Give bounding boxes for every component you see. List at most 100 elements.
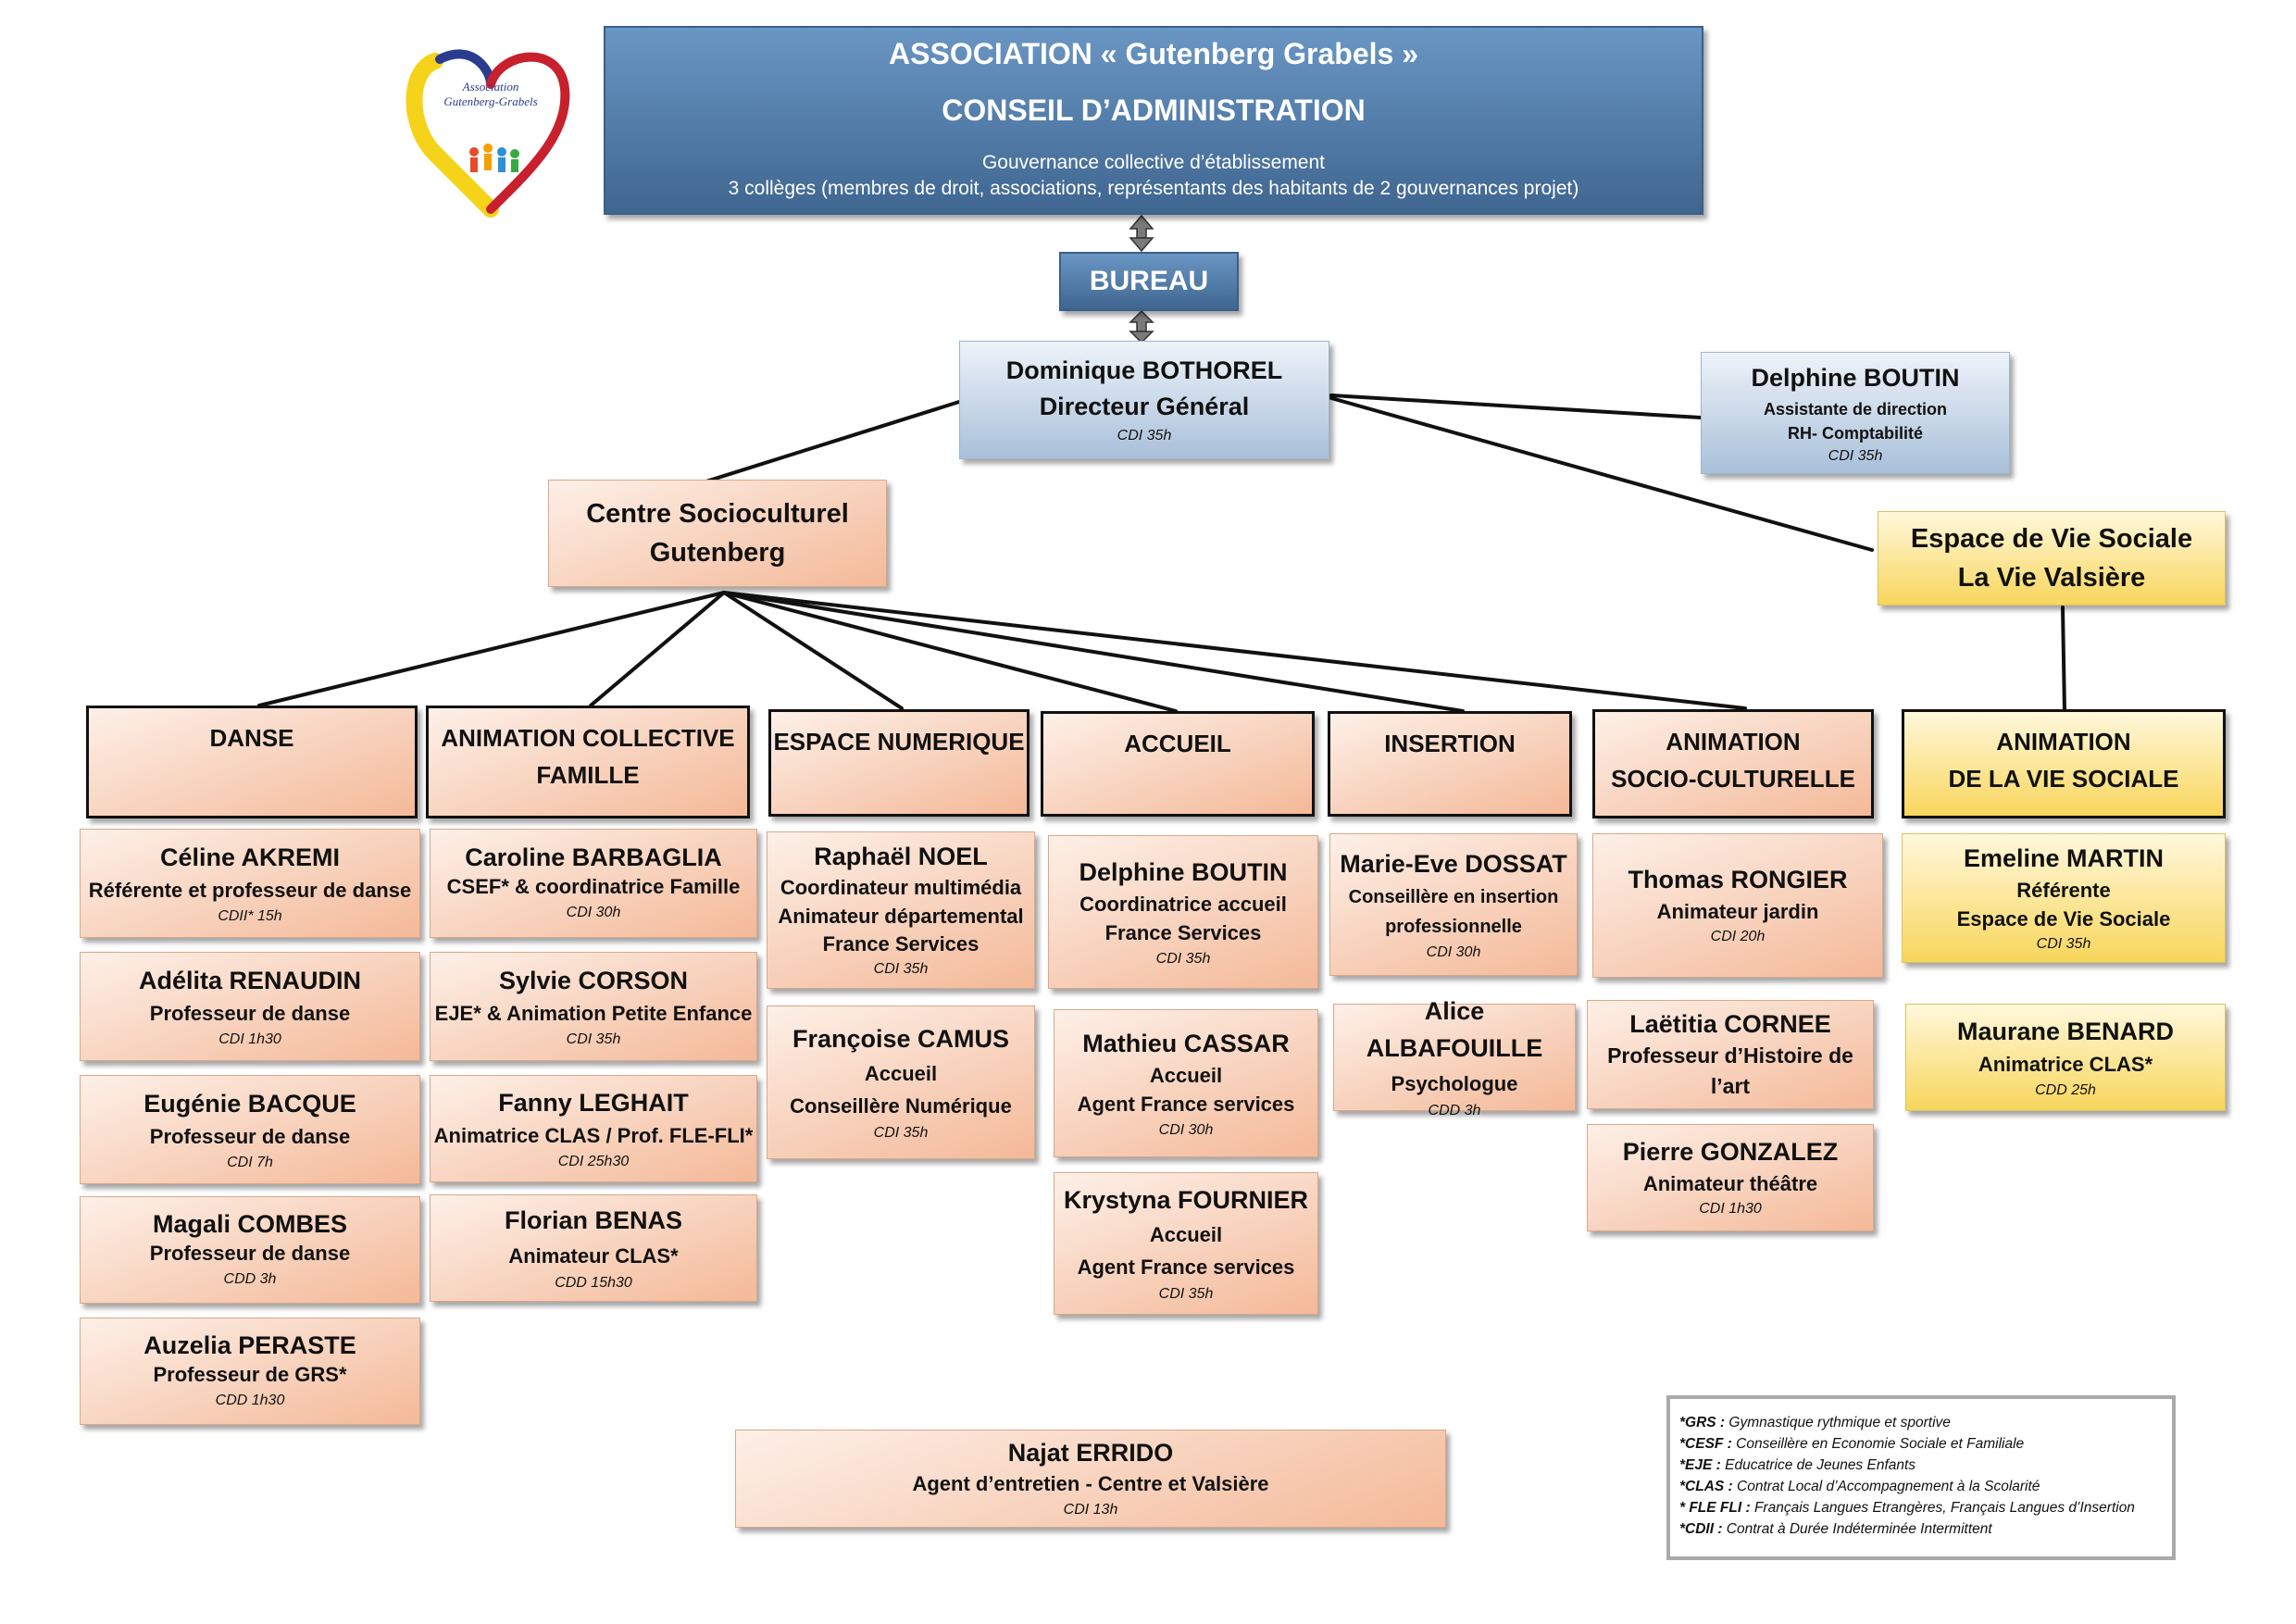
staff-contract: CDI 1h30: [1699, 1201, 1762, 1218]
staff-name: Thomas RONGIER: [1628, 865, 1848, 893]
staff-contract: CDI 35h: [2036, 936, 2091, 953]
staff-contract: CDI 35h: [1155, 951, 1211, 968]
staff-contract: CDI 30h: [566, 904, 621, 920]
staff-role: Professeur de danse: [149, 1241, 351, 1265]
staff-role: Animatrice CLAS / Prof. FLE-FLI*: [433, 1123, 754, 1147]
line-evs-viesociale: [2061, 606, 2066, 713]
staff-contract: CDI 7h: [227, 1154, 273, 1170]
evs-line-1: Espace de Vie Sociale: [1910, 523, 2193, 554]
staff-card: Thomas RONGIER Animateur jardin CDI 20h: [1592, 833, 1883, 978]
staff-role: Professeur de danse: [149, 1001, 351, 1025]
staff-contract: CDI 30h: [1158, 1122, 1214, 1139]
line-centre-danse: [257, 591, 726, 707]
staff-name: Pierre GONZALEZ: [1622, 1137, 1839, 1166]
staff-name: Laëtitia CORNEE: [1629, 1010, 1831, 1039]
dept-accueil: ACCUEIL: [1041, 711, 1315, 817]
staff-contract: CDI 25h30: [557, 1153, 630, 1169]
council-desc-1: Gouvernance collective d’établissement: [981, 152, 1326, 173]
staff-role: Animateur théâtre: [1642, 1171, 1818, 1195]
staff-card: Alice ALBAFOUILLE Psychologue CDD 3h: [1333, 997, 1576, 1118]
abbreviation-legend: *GRS : Gymnastique rythmique et sportive…: [1666, 1395, 2176, 1560]
staff-name: Caroline BARBAGLIA: [465, 843, 722, 872]
staff-contract: CDI 1h30: [218, 1031, 281, 1047]
staff-role-2: Agent France services: [1077, 1255, 1295, 1280]
entretien-contract: CDI 13h: [1063, 1501, 1118, 1518]
staff-card: Auzelia PERASTE Professeur de GRS* CDD 1…: [80, 1318, 420, 1425]
dept-espace-numerique: ESPACE NUMERIQUE: [768, 709, 1029, 817]
bureau-label: BUREAU: [1089, 266, 1209, 296]
director-contract: CDI 35h: [1117, 428, 1172, 444]
staff-role-2: l’art: [1710, 1073, 1751, 1098]
assistant-box: Delphine BOUTIN Assistante de direction …: [1701, 352, 2010, 474]
staff-contract: CDI 35h: [873, 1125, 929, 1142]
staff-name: Raphaël NOEL: [814, 842, 988, 870]
staff-name: Emeline MARTIN: [1963, 843, 2165, 872]
staff-name: Sylvie CORSON: [498, 967, 689, 995]
legend-entry: *EJE : Educatrice de Jeunes Enfants: [1679, 1457, 1916, 1473]
legend-entry: * FLE FLI : Français Langues Etrangères,…: [1679, 1500, 2135, 1516]
assistant-role-1: Assistante de direction: [1763, 400, 1948, 419]
double-arrow-bureau-director: [1129, 309, 1154, 344]
centre-line-2: Gutenberg: [649, 538, 786, 568]
line-director-centre: [693, 400, 961, 487]
staff-role: CSEF* & coordinatrice Famille: [446, 874, 741, 898]
line-director-assistant: [1329, 394, 1703, 419]
staff-card: Krystyna FOURNIER Accueil Agent France s…: [1054, 1172, 1318, 1315]
staff-card: Raphaël NOEL Coordinateur multimédia Ani…: [767, 831, 1035, 989]
dept-famille-line-2: FAMILLE: [536, 761, 640, 790]
staff-contract: CDI 20h: [1710, 929, 1766, 945]
staff-role-3: France Services: [822, 932, 980, 956]
staff-name: Maurane BENARD: [1956, 1018, 2175, 1046]
staff-name: Magali COMBES: [152, 1210, 348, 1239]
staff-card: Françoise CAMUS Accueil Conseillère Numé…: [767, 1006, 1035, 1159]
council-subtitle: CONSEIL D’ADMINISTRATION: [942, 94, 1366, 127]
staff-role: Psychologue: [1391, 1071, 1518, 1095]
assistant-role-2: RH- Comptabilité: [1788, 423, 1923, 443]
assistant-contract: CDI 35h: [1828, 447, 1883, 464]
dept-danse-line-1: DANSE: [209, 724, 294, 752]
staff-role: Référente: [2016, 878, 2111, 902]
logo-text: Association Gutenberg-Grabels: [443, 80, 538, 108]
dept-famille-line-1: ANIMATION COLLECTIVE: [441, 724, 735, 752]
staff-role: Conseillère en insertion: [1348, 887, 1559, 908]
staff-role: Animateur CLAS*: [508, 1243, 679, 1268]
council-title: ASSOCIATION « Gutenberg Grabels »: [889, 37, 1418, 70]
dept-viesociale-line-2: DE LA VIE SOCIALE: [1948, 765, 2179, 793]
staff-card: Céline AKREMI Référente et professeur de…: [80, 829, 420, 938]
staff-role: Coordinateur multimédia: [780, 876, 1022, 900]
double-arrow-council-bureau: [1129, 214, 1154, 253]
staff-contract: CDI 35h: [566, 1031, 621, 1047]
heart-logo-icon: [406, 49, 570, 218]
staff-role: Animatrice CLAS*: [1978, 1052, 2153, 1076]
staff-contract: CDD 3h: [223, 1270, 277, 1287]
staff-role: Coordinatrice accueil: [1079, 893, 1287, 917]
staff-role: Animateur jardin: [1656, 899, 1819, 923]
assistant-name: Delphine BOUTIN: [1751, 364, 1960, 393]
line-centre-numerique: [722, 591, 904, 710]
staff-role: Accueil: [1149, 1064, 1223, 1088]
dept-viesociale-line-1: ANIMATION: [1996, 728, 2131, 756]
staff-contract: CDD 15h30: [555, 1274, 632, 1291]
staff-contract: CDD 3h: [1428, 1103, 1481, 1119]
director-role: Directeur Général: [1039, 393, 1250, 420]
staff-name: Alice ALBAFOUILLE: [1366, 996, 1543, 1063]
staff-card: Mathieu CASSAR Accueil Agent France serv…: [1054, 1009, 1318, 1157]
line-centre-accueil: [722, 591, 1178, 713]
staff-card: Fanny LEGHAIT Animatrice CLAS / Prof. FL…: [430, 1075, 757, 1182]
entretien-card: Najat ERRIDO Agent d’entretien - Centre …: [735, 1430, 1446, 1528]
staff-contract: CDD 25h: [2035, 1081, 2096, 1098]
staff-card: Florian BENAS Animateur CLAS* CDD 15h30: [430, 1194, 757, 1302]
staff-role: EJE* & Animation Petite Enfance: [434, 1001, 753, 1025]
dept-animation-famille: ANIMATION COLLECTIVE FAMILLE: [426, 706, 750, 818]
entretien-name: Najat ERRIDO: [1007, 1439, 1174, 1468]
staff-card: Laëtitia CORNEE Professeur d’Histoire de…: [1587, 1000, 1874, 1109]
staff-contract: CDI 35h: [1158, 1286, 1214, 1303]
dept-insertion-line-1: INSERTION: [1384, 730, 1516, 757]
entretien-role: Agent d’entretien - Centre et Valsière: [912, 1471, 1269, 1495]
dept-socio-line-2: SOCIO-CULTURELLE: [1611, 765, 1855, 793]
legend-entry: *GRS : Gymnastique rythmique et sportive: [1679, 1415, 1951, 1430]
line-director-evs: [1329, 396, 1874, 552]
staff-name: Delphine BOUTIN: [1079, 857, 1288, 886]
staff-card: Maurane BENARD Animatrice CLAS* CDD 25h: [1905, 1004, 2226, 1111]
director-name: Dominique BOTHOREL: [1005, 356, 1283, 384]
